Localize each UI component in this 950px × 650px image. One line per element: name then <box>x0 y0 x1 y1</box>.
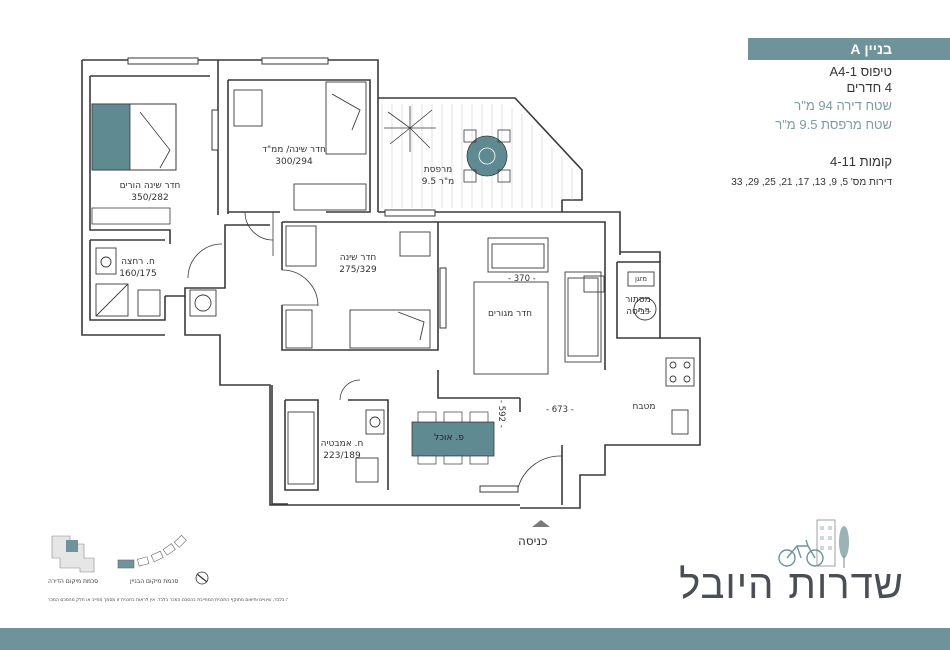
bicycle-icon <box>778 539 824 567</box>
disclaimer-text: התכנית היא הדמיה להמחשה בלבד, שינויים ות… <box>48 598 288 603</box>
living-width-dimension: - 370 - <box>508 274 536 284</box>
master-bed <box>91 103 177 225</box>
apartment-area: שטח דירה 94 מ"ר <box>794 98 892 113</box>
room-name: ח. אמבטיה <box>320 439 364 449</box>
kitchen-label: מטבח <box>632 402 656 412</box>
room-name: חדר שינה/ ממ"ד <box>262 145 326 155</box>
room-size: 300/294 <box>275 157 313 167</box>
dining-label: פ. אוכל <box>434 433 464 443</box>
dining-table <box>411 411 495 465</box>
room-name-secondary: כביסה <box>626 307 650 317</box>
unit-numbers: דירות מס' 5, 9, 13, 17, 21, 25, 29, 33 <box>731 177 892 188</box>
apartment-keyplan <box>51 535 95 573</box>
room-name: מרפסת <box>423 165 453 175</box>
width-dimension: - 673 - <box>546 405 574 415</box>
living-furniture <box>473 237 605 375</box>
apartment-type: טיפוס A4-1 <box>829 64 892 79</box>
shower-label: ח. רחצה 160/175 <box>108 256 168 280</box>
mt-label: מ.ת. <box>638 306 652 314</box>
building-header: בניין A <box>748 38 950 60</box>
bedroom-label: חדר שינה 275/329 <box>318 252 398 276</box>
compass-icon <box>195 571 209 585</box>
building-keyplan-caption: סכמת מיקום הבניין <box>130 578 179 585</box>
footer-bar <box>0 628 950 650</box>
master-bedroom-label: חדר שינה הורים 350/282 <box>100 180 200 204</box>
floors-range: קומות 4-11 <box>830 154 892 169</box>
building-keyplan <box>117 534 187 569</box>
doors <box>187 211 563 500</box>
building-name: בניין A <box>850 41 892 57</box>
living-room-label: חדר מגורים <box>487 309 533 319</box>
balcony-furniture <box>384 106 511 183</box>
apartment-keyplan-caption: סכמת מיקום הדירה <box>48 578 99 585</box>
room-count: 4 חדרים <box>846 80 893 95</box>
balcony-area: שטח מרפסת 9.5 מ"ר <box>775 117 892 132</box>
room-size: 160/175 <box>119 269 157 279</box>
storage-label: מסתור כביסה <box>612 294 664 318</box>
fixtures <box>95 247 695 485</box>
room-name: חדר שינה הורים <box>119 181 181 191</box>
room-size: 9.5 מ"ר <box>421 177 455 187</box>
balcony-hatch <box>381 104 573 208</box>
room-name: ח. רחצה <box>121 257 155 267</box>
plan-windows <box>127 57 519 493</box>
room-size: 350/282 <box>131 193 169 203</box>
entrance-arrow <box>532 520 550 527</box>
height-dimension: - 592 - <box>496 400 506 428</box>
plan-walls <box>81 59 701 509</box>
brand-logo: שדרות היובל <box>679 562 904 608</box>
room-name: מסתור <box>625 295 651 305</box>
building-illustration-icon <box>816 519 849 568</box>
bedroom-safe-room-label: חדר שינה/ ממ"ד 300/294 <box>244 144 344 168</box>
balcony-label: מרפסת 9.5 מ"ר <box>408 164 468 188</box>
entrance-label: כניסה <box>518 534 548 548</box>
room-size: 275/329 <box>339 265 377 275</box>
bathroom-label: ח. אמבטיה 223/189 <box>312 438 372 462</box>
room-name: חדר שינה <box>339 253 377 263</box>
ac-unit-label: מזגן <box>635 275 647 283</box>
beds <box>233 81 431 349</box>
room-size: 223/189 <box>323 451 361 461</box>
